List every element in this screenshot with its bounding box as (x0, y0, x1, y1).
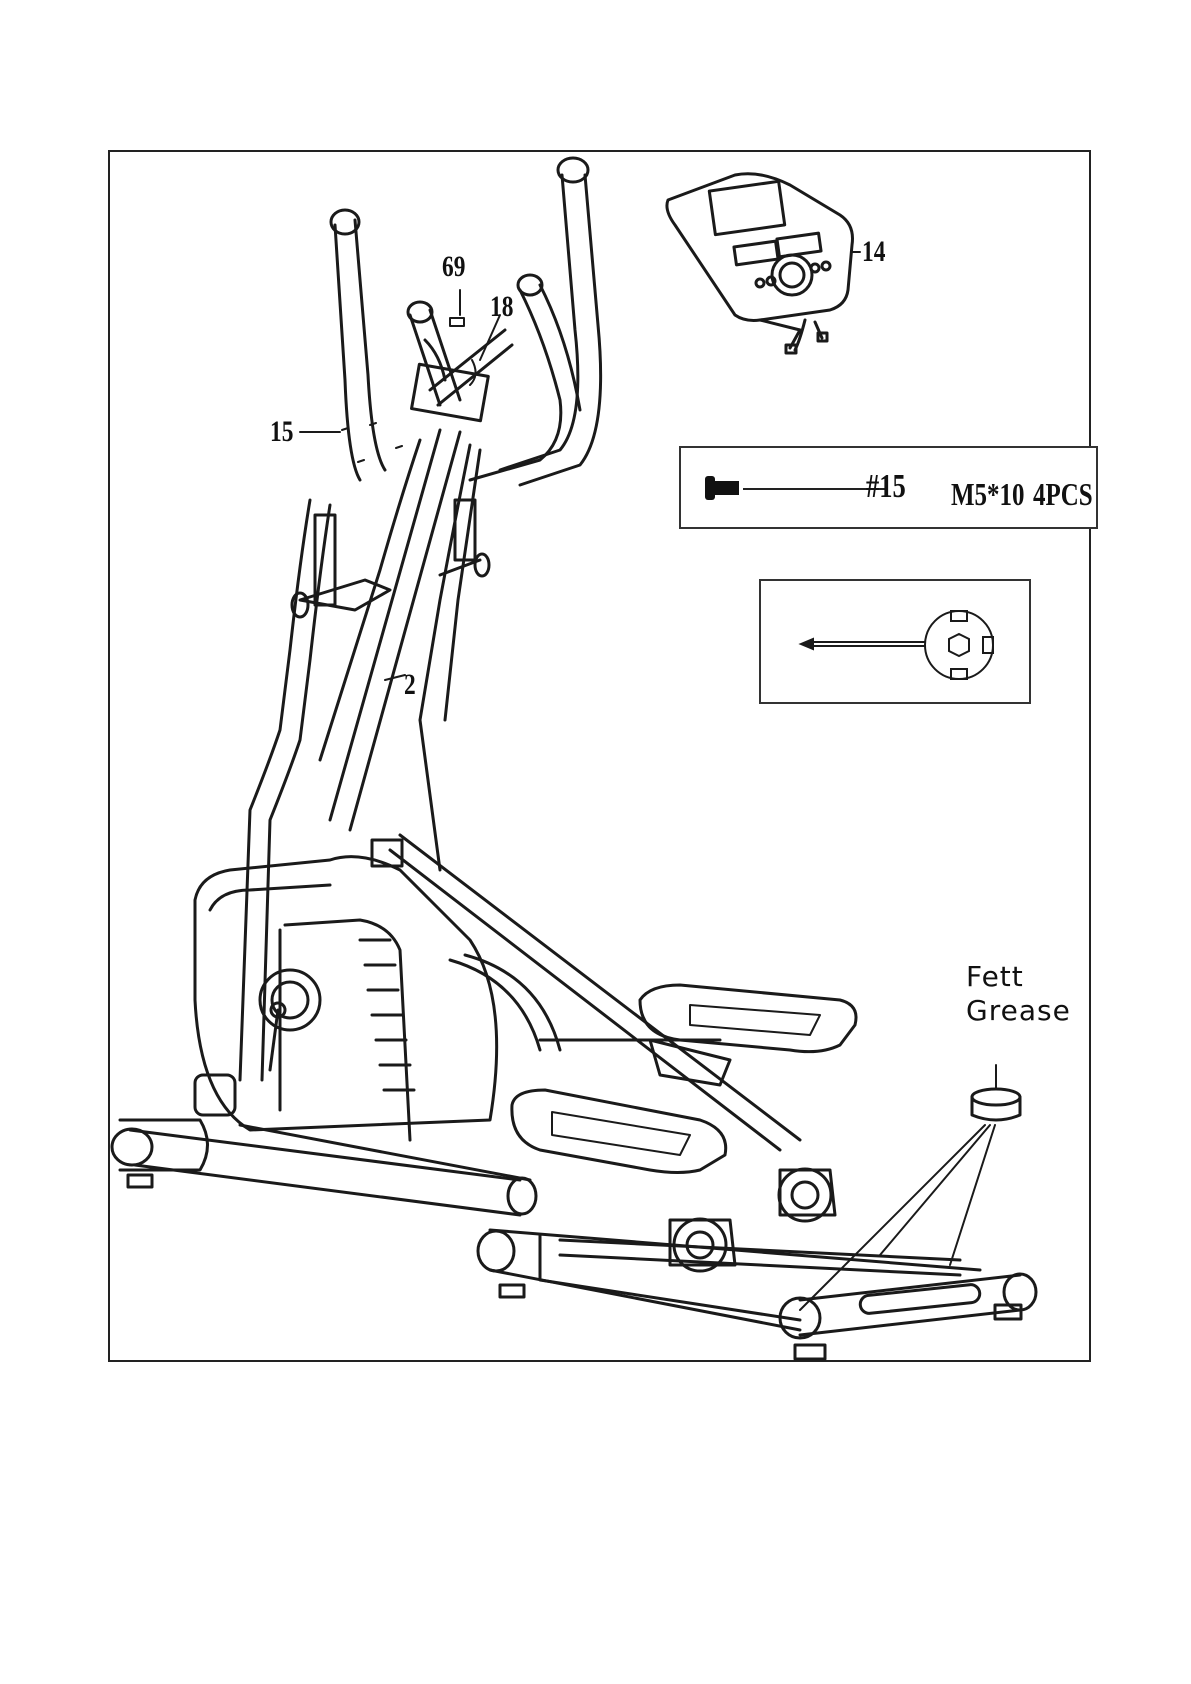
screw-spec-box: #15 M5*10 4PCS (679, 446, 1098, 529)
fasteners (300, 290, 500, 680)
bolt-icon (703, 468, 743, 508)
screw-size: M5*10 (951, 476, 1024, 513)
handlebars (331, 158, 601, 485)
callout-15: 15 (270, 415, 293, 449)
console-unit (667, 174, 853, 353)
grease-label-de: Fett (966, 960, 1071, 994)
pedal-arms (372, 835, 800, 1150)
callout-18: 18 (490, 290, 513, 324)
pedal-left (512, 1090, 726, 1173)
flywheel-housing (195, 857, 560, 1140)
tool-box (759, 579, 1031, 704)
callout-69: 69 (442, 250, 465, 284)
screw-qty: 4PCS (1033, 476, 1093, 513)
main-mast (240, 430, 489, 1080)
pedal-right (640, 985, 856, 1085)
screw-part-ref: #15 (866, 468, 906, 506)
grease-label-en: Grease (966, 994, 1071, 1028)
base-frame (112, 1075, 1036, 1359)
callout-14: 14 (862, 235, 885, 269)
wrench-screwdriver-icon (761, 581, 1033, 706)
callout-2: 2 (404, 668, 416, 702)
grease-label: Fett Grease (966, 960, 1071, 1028)
